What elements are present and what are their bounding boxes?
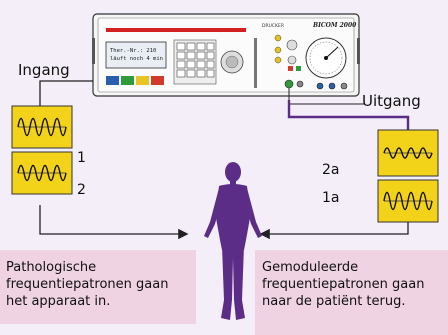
caption-left: Pathologische frequentiepatronen gaan he… [6,260,169,309]
screen-line-1: Ther.-Nr.: 210 [110,48,157,54]
pattern-1a-label: 1a [322,190,340,206]
therapy-device [92,13,360,97]
sine-wave-icon [383,147,433,159]
card-slot [254,38,257,88]
gauge-dial [305,37,347,79]
yellow-button[interactable] [136,76,149,85]
caption-box-right [255,250,448,335]
right-wave-boxes [377,129,439,223]
keypad[interactable] [173,39,217,85]
output-label: Uitgang [362,92,421,110]
pattern-2a-label: 2a [322,162,340,178]
pattern-1-label: 1 [77,150,86,166]
person-icon [204,162,262,320]
device-brand: DRUCKER [262,24,284,29]
device-logo: BICOM 2000 [313,22,357,29]
input-return-arrow [39,205,189,240]
pattern-2-label: 2 [77,182,86,198]
input-cable [39,80,93,106]
red-button[interactable] [151,76,164,85]
sine-wave-icon [17,164,67,182]
blue-button[interactable] [106,76,119,85]
sine-wave-icon [383,191,433,211]
status-bar [106,28,246,32]
caption-box-left [0,250,196,324]
left-wave-boxes [11,105,73,195]
screen-line-2: läuft noch 4 min [110,56,163,62]
output-cable [287,100,410,130]
output-arrow [259,222,409,240]
input-label: Ingang [18,61,70,79]
input-jack[interactable] [284,79,294,89]
caption-right: Gemoduleerde frequentiepatronen gaan naa… [262,260,425,309]
sine-wave-icon [17,117,67,137]
device-screen [105,41,167,69]
green-button[interactable] [121,76,134,85]
